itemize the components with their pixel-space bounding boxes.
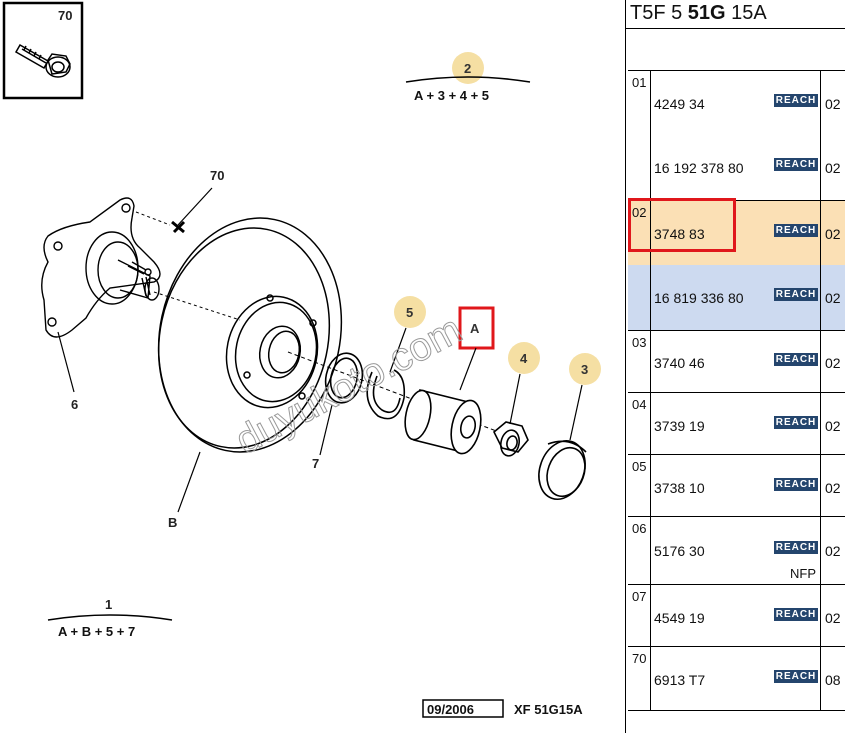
table-bottom-rule — [628, 710, 845, 711]
row-quantity: 08 — [825, 672, 841, 688]
bubble-4 — [508, 342, 540, 374]
reach-badge: REACH — [774, 158, 818, 171]
parts-row[interactable]: 06 5176 30 REACH 02 NFP — [628, 516, 845, 584]
parts-row-alternate[interactable]: 16 819 336 80 REACH 02 — [628, 265, 845, 330]
row-quantity: 02 — [825, 610, 841, 626]
exploded-diagram: 70 2 A + 3 + 4 + 5 70 — [2, 1, 601, 718]
screw-callout: 70 — [135, 168, 224, 234]
row-reference[interactable]: 4249 34 — [654, 96, 705, 112]
brake-disc-drawing — [157, 217, 343, 453]
parts-row[interactable]: 70 6913 T7 REACH 08 — [628, 646, 845, 710]
reach-badge: REACH — [774, 670, 818, 683]
bubble-2-label: 2 — [464, 61, 471, 76]
row-group: 70 — [632, 651, 647, 666]
row-reference[interactable]: 3738 10 — [654, 480, 705, 496]
row-reference[interactable]: 3740 46 — [654, 355, 705, 371]
row-reference[interactable]: 6913 T7 — [654, 672, 706, 688]
row-reference[interactable]: 16 192 378 80 — [654, 160, 744, 176]
bubble-5 — [394, 296, 426, 328]
row-quantity: 02 — [825, 290, 841, 306]
row-reference[interactable]: 4549 19 — [654, 610, 705, 626]
bubble-3-label: 3 — [581, 362, 588, 377]
title-part-2: 15A — [725, 2, 767, 24]
parts-row[interactable]: 04 3739 19 REACH 02 — [628, 392, 845, 454]
row-quantity: 02 — [825, 480, 841, 496]
row-quantity: 02 — [825, 418, 841, 434]
reach-badge: REACH — [774, 541, 818, 554]
row-quantity: 02 — [825, 543, 841, 559]
row-reference[interactable]: 16 819 336 80 — [654, 290, 744, 306]
row-quantity: 02 — [825, 160, 841, 176]
wheel-bearing-drawing — [404, 389, 482, 455]
title-divider — [626, 28, 845, 29]
panel-title: T5F 5 51G 15A — [630, 2, 767, 25]
reach-badge: REACH — [774, 353, 818, 366]
parts-row[interactable]: 03 3740 46 REACH 02 — [628, 330, 845, 392]
reach-badge: REACH — [774, 94, 818, 107]
hub-nut-drawing — [493, 421, 529, 457]
hub-flange-drawing — [41, 197, 241, 338]
formula-top: 2 A + 3 + 4 + 5 — [405, 52, 531, 103]
reach-badge: REACH — [774, 478, 818, 491]
bubble-4-label: 4 — [520, 351, 528, 366]
row-reference[interactable]: 3748 83 — [654, 226, 705, 242]
dust-cap-drawing — [538, 440, 587, 500]
hub-label: 6 — [71, 397, 78, 412]
row-group: 04 — [632, 397, 647, 412]
row-group: 06 — [632, 521, 647, 536]
column-divider-right — [820, 70, 821, 710]
parts-row[interactable]: 07 4549 19 REACH 02 — [628, 584, 845, 646]
footer-date: 09/2006 — [427, 702, 474, 717]
screw-label: 70 — [210, 168, 224, 183]
column-divider-left — [650, 70, 651, 710]
inset-screw-box: 70 — [2, 1, 84, 100]
circlip-label: 7 — [312, 456, 319, 471]
label-1: 1 — [105, 597, 112, 612]
formula-bottom-text: A + B + 5 + 7 — [58, 624, 135, 639]
row-group: 07 — [632, 589, 647, 604]
parts-row[interactable]: 05 3738 10 REACH 02 — [628, 454, 845, 516]
formula-top-text: A + 3 + 4 + 5 — [414, 88, 489, 103]
selected-part-highlight-frame — [628, 198, 736, 252]
row-group: 01 — [632, 75, 647, 90]
title-part-bold: 51G — [687, 2, 726, 24]
circlip-drawing — [324, 352, 364, 404]
bubble-2 — [452, 52, 484, 84]
row-note: NFP — [790, 566, 816, 581]
row-group: 05 — [632, 459, 647, 474]
parts-row[interactable]: 16 192 378 80 REACH 02 — [628, 135, 845, 200]
row-quantity: 02 — [825, 96, 841, 112]
row-reference[interactable]: 3739 19 — [654, 418, 705, 434]
reach-badge: REACH — [774, 416, 818, 429]
inset-screw-icon — [14, 43, 71, 78]
bearing-highlight-frame — [458, 306, 495, 350]
reach-badge: REACH — [774, 608, 818, 621]
row-group: 02 — [632, 205, 647, 220]
footer-code: XF 51G15A — [514, 702, 583, 717]
reach-badge: REACH — [774, 288, 818, 301]
title-part-1: T5F 5 — [630, 2, 688, 24]
snap-ring-drawing — [366, 369, 406, 420]
row-quantity: 02 — [825, 355, 841, 371]
parts-panel: T5F 5 51G 15A 01 4249 34 REACH 02 16 192… — [625, 0, 845, 733]
bubble-3 — [569, 353, 601, 385]
reach-badge: REACH — [774, 224, 818, 237]
parts-row[interactable]: 01 4249 34 REACH 02 — [628, 70, 845, 135]
row-reference[interactable]: 5176 30 — [654, 543, 705, 559]
inset-number: 70 — [58, 8, 72, 23]
disc-label: B — [168, 515, 177, 530]
row-quantity: 02 — [825, 226, 841, 242]
formula-bottom: 1 A + B + 5 + 7 — [47, 597, 173, 639]
row-group: 03 — [632, 335, 647, 350]
diagram-footer: 09/2006 XF 51G15A — [422, 699, 583, 718]
parts-row-selected[interactable]: 02 3748 83 REACH 02 — [628, 200, 845, 265]
bearing-label: A — [470, 321, 480, 336]
bubble-5-label: 5 — [406, 305, 413, 320]
